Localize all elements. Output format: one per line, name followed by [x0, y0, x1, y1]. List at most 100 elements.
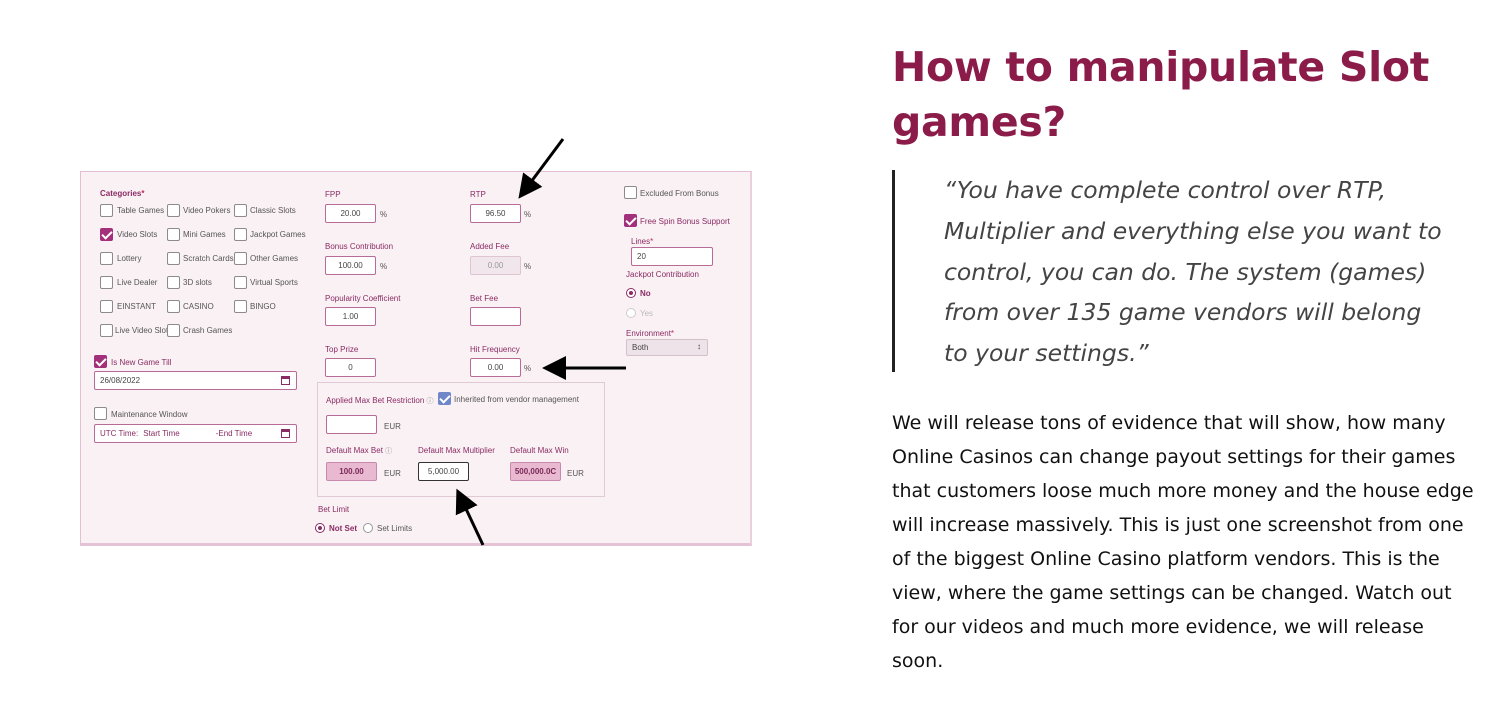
checkbox-maintenance[interactable] [94, 407, 107, 420]
default-max-win-input[interactable]: 500,000.0C [510, 462, 561, 481]
checkbox-video-slots[interactable] [100, 228, 113, 241]
checkbox-lottery[interactable] [100, 252, 113, 265]
environment-value: Both [632, 343, 649, 352]
radio-not-set-label: Not Set [329, 524, 357, 533]
admin-screenshot: Categories* Table Games Video Pokers Cla… [80, 171, 752, 546]
article-body: We will release tons of evidence that wi… [892, 412, 1474, 672]
article-quote: “You have complete control over RTP, Mul… [892, 170, 1452, 372]
category-label: Live Video Slot [115, 326, 169, 335]
default-max-win-label: Default Max Win [510, 446, 569, 455]
radio-jackpot-no[interactable] [626, 288, 636, 298]
checkbox-new-game[interactable] [94, 355, 107, 368]
category-label: Scratch Cards [183, 254, 234, 263]
categories-label: Categories* [100, 189, 145, 198]
top-prize-label: Top Prize [325, 345, 359, 354]
start-time-placeholder: Start Time [143, 429, 180, 438]
max-bet-restriction-currency: EUR [384, 422, 401, 431]
checkbox-other-games[interactable] [234, 252, 247, 265]
checkbox-excluded-bonus[interactable] [624, 186, 637, 199]
max-bet-restriction-input[interactable] [326, 415, 377, 434]
free-spin-label: Free Spin Bonus Support [640, 217, 730, 226]
popularity-input[interactable]: 1.00 [325, 307, 376, 326]
category-label: Virtual Sports [250, 278, 298, 287]
new-game-date-value: 26/08/2022 [100, 376, 141, 385]
added-fee-label: Added Fee [470, 242, 510, 251]
bet-limit-label: Bet Limit [318, 505, 350, 514]
fpp-unit: % [380, 210, 388, 219]
bonus-contribution-label: Bonus Contribution [325, 242, 394, 251]
rtp-label: RTP [470, 190, 486, 199]
checkbox-mini-games[interactable] [167, 228, 180, 241]
checkbox-bingo[interactable] [234, 300, 247, 313]
checkbox-scratch-cards[interactable] [167, 252, 180, 265]
radio-set-limits-label: Set Limits [377, 524, 413, 533]
default-max-multiplier-input[interactable]: 5,000.00 [418, 462, 469, 481]
default-max-bet-currency: EUR [384, 469, 401, 478]
radio-not-set[interactable] [315, 523, 325, 533]
category-label: Mini Games [183, 230, 226, 239]
excluded-bonus-label: Excluded From Bonus [640, 189, 719, 198]
category-label: Video Slots [117, 230, 158, 239]
article-heading: How to manipulate Slot games? [892, 43, 1429, 146]
maintenance-time-input[interactable]: UTC Time: Start Time -End Time [94, 424, 297, 443]
checkbox-casino[interactable] [167, 300, 180, 313]
rtp-unit: % [524, 210, 532, 219]
hit-frequency-label: Hit Frequency [470, 345, 520, 354]
jackpot-contribution-label: Jackpot Contribution [626, 270, 699, 279]
radio-set-limits[interactable] [363, 523, 373, 533]
new-game-date-input[interactable]: 26/08/2022 [94, 371, 297, 390]
checkbox-einstant[interactable] [100, 300, 113, 313]
bonus-contribution-input[interactable]: 100.00 [325, 256, 376, 275]
checkbox-jackpot-games[interactable] [234, 228, 247, 241]
checkbox-3d-slots[interactable] [167, 276, 180, 289]
fpp-input[interactable]: 20.00 [325, 204, 376, 223]
category-label: BINGO [250, 302, 276, 311]
radio-jackpot-no-label: No [640, 289, 651, 298]
added-fee-input[interactable]: 0.00 [470, 256, 521, 275]
inherited-label: Inherited from vendor management [454, 395, 579, 404]
default-max-win-currency: EUR [567, 469, 584, 478]
rtp-input[interactable]: 96.50 [470, 204, 521, 223]
checkbox-virtual-sports[interactable] [234, 276, 247, 289]
hit-frequency-input[interactable]: 0.00 [470, 358, 521, 377]
radio-jackpot-yes-label: Yes [640, 309, 654, 318]
lines-label: Lines* [631, 237, 654, 246]
category-label: CASINO [183, 302, 214, 311]
utc-label: UTC Time: [100, 429, 139, 438]
bet-fee-input[interactable] [470, 307, 521, 326]
checkbox-inherited[interactable] [438, 392, 451, 405]
checkbox-live-dealer[interactable] [100, 276, 113, 289]
category-label: EINSTANT [117, 302, 156, 311]
top-prize-input[interactable]: 0 [325, 358, 376, 377]
added-fee-unit: % [524, 262, 532, 271]
category-label: Live Dealer [117, 278, 158, 287]
category-label: Lottery [117, 254, 142, 263]
end-time-placeholder: -End Time [215, 429, 253, 438]
category-label: Jackpot Games [250, 230, 306, 239]
category-label: Video Pokers [183, 206, 231, 215]
checkbox-classic-slots[interactable] [234, 204, 247, 217]
category-label: 3D slots [183, 278, 212, 287]
calendar-icon [281, 376, 290, 385]
radio-jackpot-yes[interactable] [626, 308, 636, 318]
checkbox-video-pokers[interactable] [167, 204, 180, 217]
max-bet-restriction-label: Applied Max Bet Restriction ⓘ [326, 396, 434, 405]
info-icon: ⓘ [385, 448, 393, 455]
calendar-icon [281, 429, 290, 438]
maintenance-label: Maintenance Window [111, 410, 188, 419]
lines-input[interactable]: 20 [631, 247, 713, 266]
environment-select[interactable]: Both ↕ [626, 339, 708, 356]
info-icon: ⓘ [426, 398, 434, 405]
popularity-label: Popularity Coefficient [325, 294, 401, 303]
bonus-contribution-unit: % [380, 262, 388, 271]
fpp-label: FPP [325, 190, 341, 199]
checkbox-free-spin[interactable] [624, 214, 637, 227]
checkbox-crash-games[interactable] [167, 324, 180, 337]
checkbox-table-games[interactable] [100, 204, 113, 217]
default-max-bet-label: Default Max Bet ⓘ [326, 446, 393, 455]
default-max-multiplier-label: Default Max Multiplier [418, 446, 495, 455]
default-max-bet-input[interactable]: 100.00 [326, 462, 377, 481]
hit-frequency-unit: % [524, 364, 532, 373]
checkbox-live-video-slot[interactable] [100, 324, 113, 337]
category-label: Crash Games [183, 326, 233, 335]
